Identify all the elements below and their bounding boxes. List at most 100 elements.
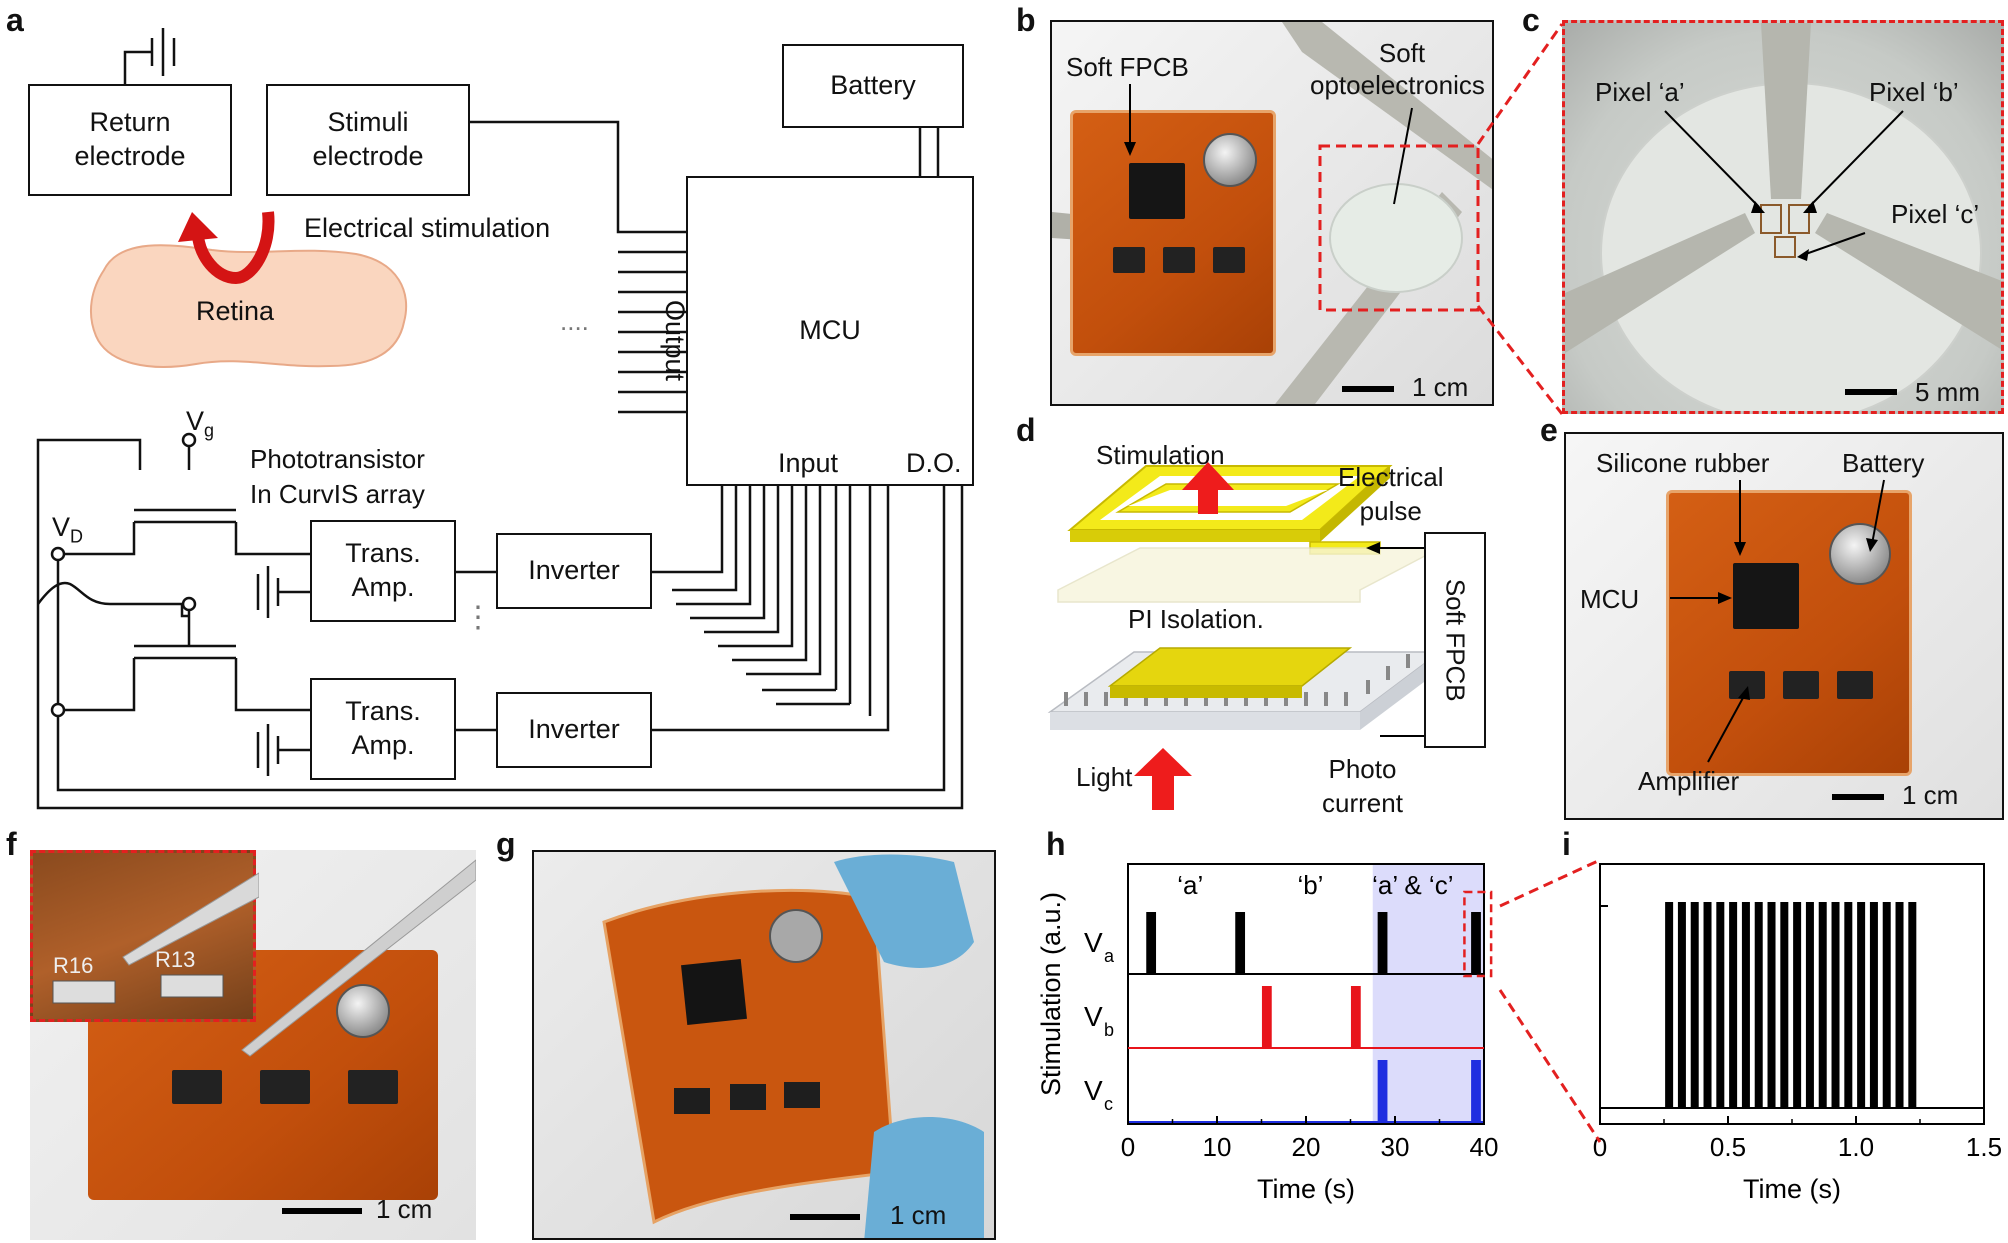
soft-fpcb-d-label: Soft FPCB xyxy=(1440,578,1471,702)
photo-e-overlay xyxy=(1670,479,1885,763)
trans-amp-block-2: Trans.Amp. xyxy=(310,678,456,780)
zoom-connector-hi xyxy=(1498,860,1602,1143)
return-electrode-line1: Return xyxy=(89,107,171,138)
panel-label-h: h xyxy=(1046,826,1066,862)
pulse-series-0-0 xyxy=(1146,912,1157,974)
pulse-i-8 xyxy=(1767,902,1776,1108)
vg-main: V xyxy=(186,406,205,436)
amp-chip-f1 xyxy=(172,1070,222,1104)
inverter-block-1: Inverter xyxy=(496,533,652,609)
series-sub-2: c xyxy=(1104,1094,1113,1114)
pixel-a-label: Pixel ‘a’ xyxy=(1595,77,1685,107)
photo-current-line2: current xyxy=(1322,788,1403,818)
pcb-board-b xyxy=(1070,110,1276,356)
trans-amp-2-line2: Amp. xyxy=(351,730,415,760)
xlabel-h: Time (s) xyxy=(1257,1174,1355,1204)
light-label: Light xyxy=(1076,762,1133,792)
stimulation-label-d: Stimulation xyxy=(1096,440,1225,470)
pulse-series-1-0 xyxy=(1261,986,1272,1048)
panel-label-e: e xyxy=(1540,412,1558,448)
soft-fpcb-label: Soft FPCB xyxy=(1066,52,1189,82)
silicone-rubber-label: Silicone rubber xyxy=(1596,448,1770,478)
pulse-series-2-0 xyxy=(1377,1060,1388,1122)
annotation-1: ‘b’ xyxy=(1297,870,1323,900)
mcu-chip-e xyxy=(1733,563,1799,629)
annotation-0: ‘a’ xyxy=(1177,870,1203,900)
mcu-block: MCU xyxy=(686,176,974,486)
vg-label: Vg xyxy=(186,406,214,441)
pulse-i-12 xyxy=(1818,902,1827,1108)
photo-current-label: Photo current xyxy=(1322,752,1403,820)
panel-label-a: a xyxy=(6,2,24,38)
scale-label-e: 1 cm xyxy=(1902,780,1959,810)
vd-sub: D xyxy=(70,526,84,547)
pulse-i-3 xyxy=(1703,902,1712,1108)
pulse-i-18 xyxy=(1895,902,1904,1108)
pulse-series-1-1 xyxy=(1350,986,1361,1048)
scale-bar-g xyxy=(790,1214,860,1220)
series-sub-1: b xyxy=(1104,1020,1114,1040)
scale-bar-f xyxy=(282,1208,362,1214)
photo-soft-fpcb: Soft FPCB Soft optoelectronics 1 cm xyxy=(1050,20,1494,406)
pulse-series-0-1 xyxy=(1235,912,1246,974)
scale-label-g: 1 cm xyxy=(890,1200,947,1230)
output-ellipsis: .... xyxy=(560,306,589,336)
pulse-i-17 xyxy=(1882,902,1891,1108)
coin-battery-e xyxy=(1829,523,1891,585)
pulse-i-1 xyxy=(1677,902,1686,1108)
pulse-i-4 xyxy=(1716,902,1725,1108)
pulse-i-9 xyxy=(1780,902,1789,1108)
trans-amp-block-1: Trans.Amp. xyxy=(310,520,456,622)
exploded-device-diagram xyxy=(1047,462,1443,810)
series-label-1: V xyxy=(1084,1001,1103,1032)
pulse-series-0-2 xyxy=(1377,912,1388,974)
xtick-label-h-4: 40 xyxy=(1470,1132,1499,1162)
electrical-pulse-line1: Electrical xyxy=(1338,462,1444,492)
pcb-board-e xyxy=(1666,490,1912,776)
xtick-label-i-3: 1.5 xyxy=(1966,1132,2002,1162)
soft-fpcb-block-d: Soft FPCB xyxy=(1424,532,1486,748)
pulse-i-13 xyxy=(1831,902,1840,1108)
pulse-i-16 xyxy=(1869,902,1878,1108)
panel-label-i: i xyxy=(1562,826,1571,862)
amp-chip-b3 xyxy=(1213,247,1245,273)
photo-current-line1: Photo xyxy=(1328,754,1397,784)
phototransistor-line1: Phototransistor xyxy=(250,444,425,474)
trans-amp-1-line2: Amp. xyxy=(351,572,415,602)
pulse-i-11 xyxy=(1805,902,1814,1108)
pixel-b-label: Pixel ‘b’ xyxy=(1869,77,1959,107)
xtick-label-i-1: 0.5 xyxy=(1710,1132,1746,1162)
mcu-label-e: MCU xyxy=(1580,584,1640,614)
coin-battery-b xyxy=(1203,133,1257,187)
amp-chip-b1 xyxy=(1113,247,1145,273)
retina-label: Retina xyxy=(196,296,275,326)
battery-block: Battery xyxy=(782,44,964,128)
coin-battery-f xyxy=(336,984,390,1038)
trans-amp-2-line1: Trans. xyxy=(345,696,421,727)
series-label-2: V xyxy=(1084,1075,1103,1106)
amp-chip-f2 xyxy=(260,1070,310,1104)
panel-label-c: c xyxy=(1522,2,1540,38)
pi-isolation-label: PI Isolation. xyxy=(1128,604,1264,634)
vd-label: VD xyxy=(52,512,83,547)
panel-label-b: b xyxy=(1016,2,1036,38)
pulse-series-2-1 xyxy=(1471,1060,1481,1122)
do-label: D.O. xyxy=(906,448,962,478)
pulse-i-14 xyxy=(1844,902,1853,1108)
panel-label-d: d xyxy=(1016,412,1036,448)
pulse-i-6 xyxy=(1741,902,1750,1108)
photo-c-overlay xyxy=(1565,23,2001,411)
phototransistor-line2: In CurvIS array xyxy=(250,479,425,509)
phototransistor-label: Phototransistor In CurvIS array xyxy=(250,442,425,512)
pulse-i-2 xyxy=(1690,902,1699,1108)
xtick-label-h-0: 0 xyxy=(1121,1132,1135,1162)
block-diagram-wires: .... ⋮ xyxy=(36,28,964,810)
photo-pixels-zoom: Pixel ‘a’ Pixel ‘b’ Pixel ‘c’ 5 mm xyxy=(1562,20,2004,414)
photo-b-overlay xyxy=(1124,84,1480,312)
return-electrode-line2: electrode xyxy=(74,141,186,171)
zoom-box-h xyxy=(1463,890,1493,978)
amp-chip-e2 xyxy=(1783,671,1819,699)
stimuli-electrode-line1: Stimuli xyxy=(327,107,409,138)
pulse-i-7 xyxy=(1754,902,1763,1108)
